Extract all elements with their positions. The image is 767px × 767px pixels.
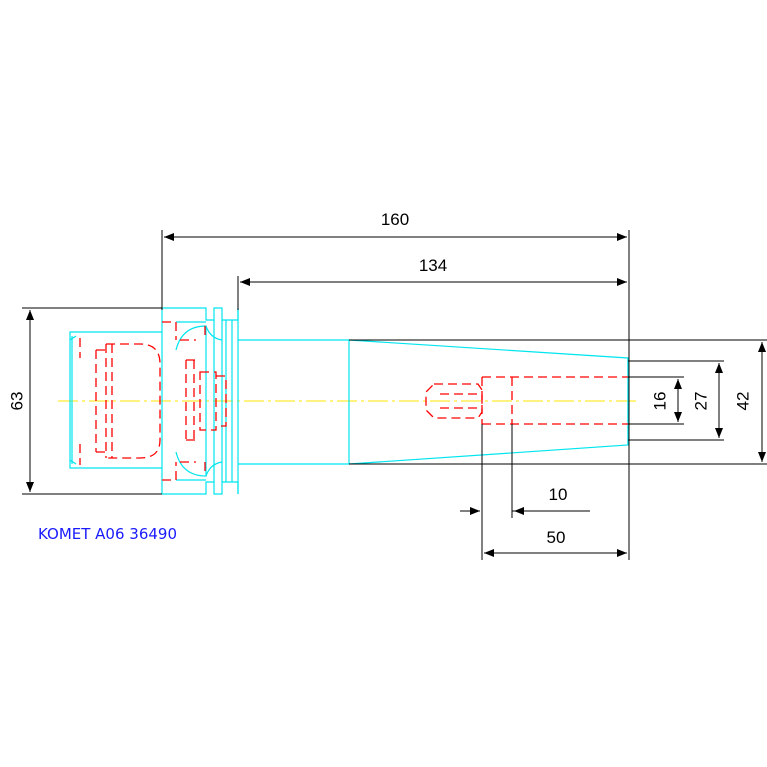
- part-number-label: KOMET A06 36490: [38, 525, 177, 543]
- tool-holder-outline: [69, 307, 629, 495]
- dim-thread-diameter: 16: [650, 392, 669, 411]
- dim-total-length: 160: [381, 210, 409, 229]
- dim-depth-50: 50: [547, 528, 566, 547]
- dim-length-134: 134: [419, 256, 447, 275]
- dim-flange-diameter: 63: [7, 392, 26, 411]
- dim-bore-diameter: 27: [691, 392, 710, 411]
- dim-depth-10: 10: [549, 485, 568, 504]
- hidden-lines: [79, 321, 628, 481]
- dim-shank-diameter: 42: [733, 392, 752, 411]
- dimension-lines: [22, 230, 767, 560]
